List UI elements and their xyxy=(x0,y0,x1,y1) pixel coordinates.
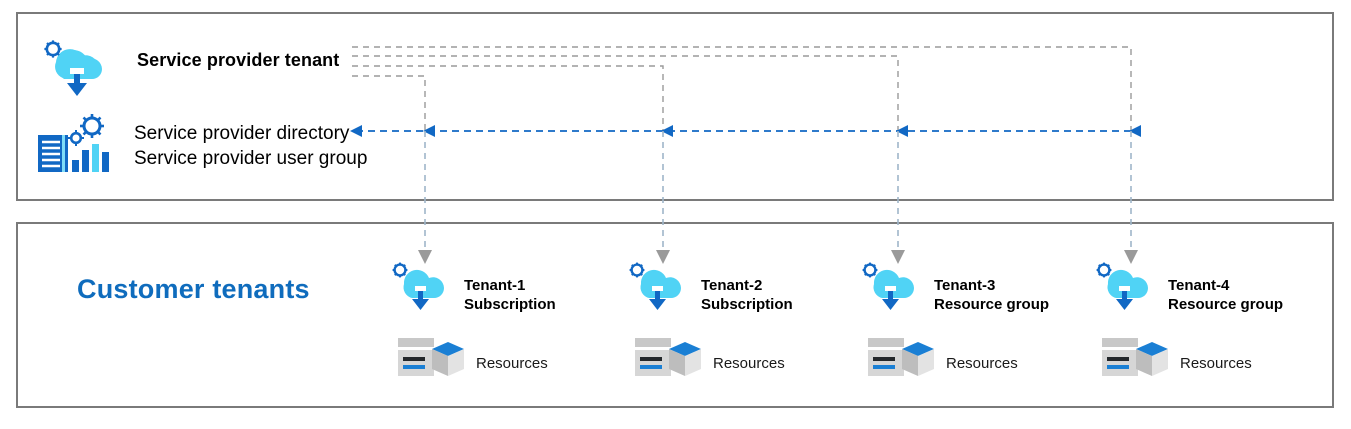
tenant-card-2: Tenant-2 Subscription Resources xyxy=(625,258,855,388)
server-cube-icon xyxy=(633,336,705,382)
service-provider-tenant-label: Service provider tenant xyxy=(137,50,340,70)
service-provider-tenant-panel xyxy=(16,12,1334,201)
customer-tenants-panel xyxy=(16,222,1334,408)
tenant-title: Tenant-4 Resource group xyxy=(1168,276,1283,314)
tenant-name: Tenant-3 xyxy=(934,277,996,294)
cloud-gear-download-icon xyxy=(1092,260,1158,312)
tenant-title: Tenant-2 Subscription xyxy=(701,276,793,314)
tenant-title: Tenant-1 Subscription xyxy=(464,276,556,314)
customer-tenants-heading: Customer tenants xyxy=(77,274,310,304)
resources-label: Resources xyxy=(476,355,548,372)
tenant-scope: Subscription xyxy=(464,296,556,313)
cloud-gear-download-icon xyxy=(388,260,454,312)
tenant-name: Tenant-1 xyxy=(464,277,526,294)
directory-analytics-icon xyxy=(36,112,124,174)
tenant-scope: Subscription xyxy=(701,296,793,313)
tenant-title: Tenant-3 Resource group xyxy=(934,276,1049,314)
tenant-name: Tenant-2 xyxy=(701,277,763,294)
service-provider-directory-label: Service provider directory xyxy=(134,123,350,144)
tenant-card-1: Tenant-1 Subscription Resources xyxy=(388,258,618,388)
cloud-gear-download-icon xyxy=(858,260,924,312)
tenant-name: Tenant-4 xyxy=(1168,277,1230,294)
resources-label: Resources xyxy=(1180,355,1252,372)
server-cube-icon xyxy=(396,336,468,382)
tenant-scope: Resource group xyxy=(1168,296,1284,313)
tenant-scope: Resource group xyxy=(934,296,1050,313)
service-provider-user-group-label: Service provider user group xyxy=(134,148,368,169)
cloud-gear-download-icon xyxy=(36,36,108,98)
tenant-card-4: Tenant-4 Resource group Resources xyxy=(1092,258,1322,388)
resources-label: Resources xyxy=(713,355,785,372)
resources-label: Resources xyxy=(946,355,1018,372)
server-cube-icon xyxy=(1100,336,1172,382)
cloud-gear-download-icon xyxy=(625,260,691,312)
server-cube-icon xyxy=(866,336,938,382)
tenant-card-3: Tenant-3 Resource group Resources xyxy=(858,258,1088,388)
